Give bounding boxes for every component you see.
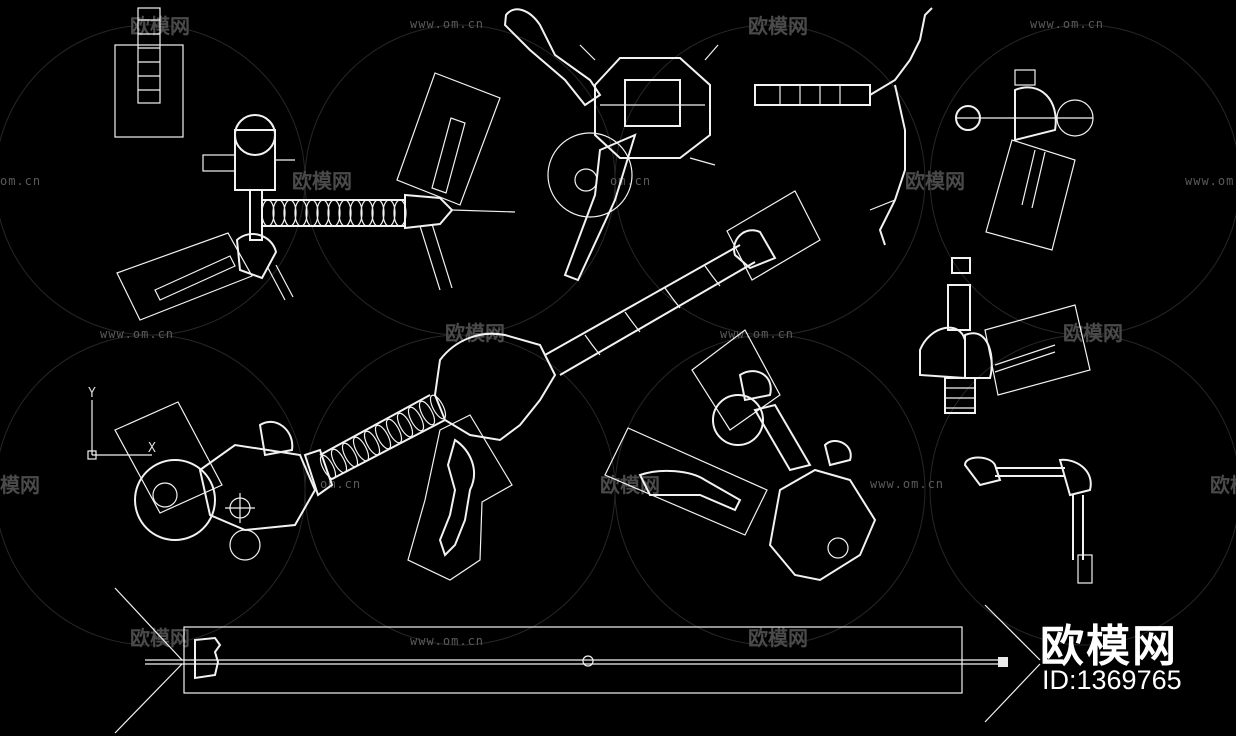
watermark-texts: 欧模网 www.om.cn 欧模网 www.om.cn om.cn 欧模网 om… <box>0 14 1236 650</box>
tube-ring <box>341 442 359 468</box>
plan-octagon-tower <box>503 8 719 282</box>
tube-ring <box>363 430 381 456</box>
tube-ring <box>261 199 275 227</box>
tube-ring <box>407 406 425 432</box>
watermark-url-partial: om.cn <box>0 174 41 188</box>
plan-cross-right <box>919 257 1091 414</box>
tube-ring <box>294 199 308 227</box>
tube-ring <box>352 436 370 462</box>
brand-id-text: ID:1369765 <box>1042 665 1182 695</box>
tube-ring <box>418 400 436 426</box>
plan-diagonal-tube <box>319 190 821 581</box>
watermark-url: www.om.cn <box>1185 174 1236 188</box>
plan-arch-topright <box>955 69 1094 251</box>
tube-ring <box>330 448 348 474</box>
watermark-url: www.om.cn <box>1030 17 1104 31</box>
tube-ring <box>371 199 385 227</box>
brand-logo-text: 欧模网 <box>1040 621 1178 672</box>
plan-tube-assembly <box>116 72 516 321</box>
tube-ring <box>349 199 363 227</box>
tube-ring <box>272 199 286 227</box>
watermark-url: www.om.cn <box>870 477 944 491</box>
watermark-circles <box>0 24 1236 646</box>
watermark-url: www.om.cn <box>410 634 484 648</box>
plan-long-bottom <box>114 587 1041 734</box>
watermark-logo-partial: 模网 <box>0 473 40 497</box>
watermark-logo: 欧模网 <box>748 14 808 38</box>
tube-ring <box>319 454 337 480</box>
watermark-logo: 欧模网 <box>1210 473 1236 497</box>
plan-assembly-bottomleft <box>114 401 334 561</box>
tube-ring <box>316 199 330 227</box>
tube-ring <box>338 199 352 227</box>
watermark-url: www.om.cn <box>720 327 794 341</box>
watermark-logo: 欧模网 <box>905 169 965 193</box>
tube-ring <box>385 418 403 444</box>
tube-ring <box>327 199 341 227</box>
tube-ring <box>396 412 414 438</box>
tube-ring <box>360 199 374 227</box>
watermark-logo: 欧模网 <box>1063 321 1123 345</box>
watermark-logo: 欧模网 <box>130 626 190 650</box>
tube-ring <box>305 199 319 227</box>
plan-ladder-topleft <box>114 7 184 138</box>
watermark-logo: 欧模网 <box>748 626 808 650</box>
tube-ring <box>374 424 392 450</box>
tube-ring <box>429 394 447 420</box>
watermark-url: www.om.cn <box>100 327 174 341</box>
ucs-icon: Y X <box>87 386 156 460</box>
plan-assembly-bottomcenter <box>604 329 877 582</box>
ucs-x-label: X <box>148 441 156 456</box>
plan-ladder-frame <box>754 7 933 246</box>
tube-ring <box>283 199 297 227</box>
plan-bridge-right <box>963 456 1093 584</box>
ucs-y-label: Y <box>88 386 96 401</box>
tube-ring <box>382 199 396 227</box>
watermark-url: www.om.cn <box>410 17 484 31</box>
watermark-logo: 欧模网 <box>292 169 352 193</box>
